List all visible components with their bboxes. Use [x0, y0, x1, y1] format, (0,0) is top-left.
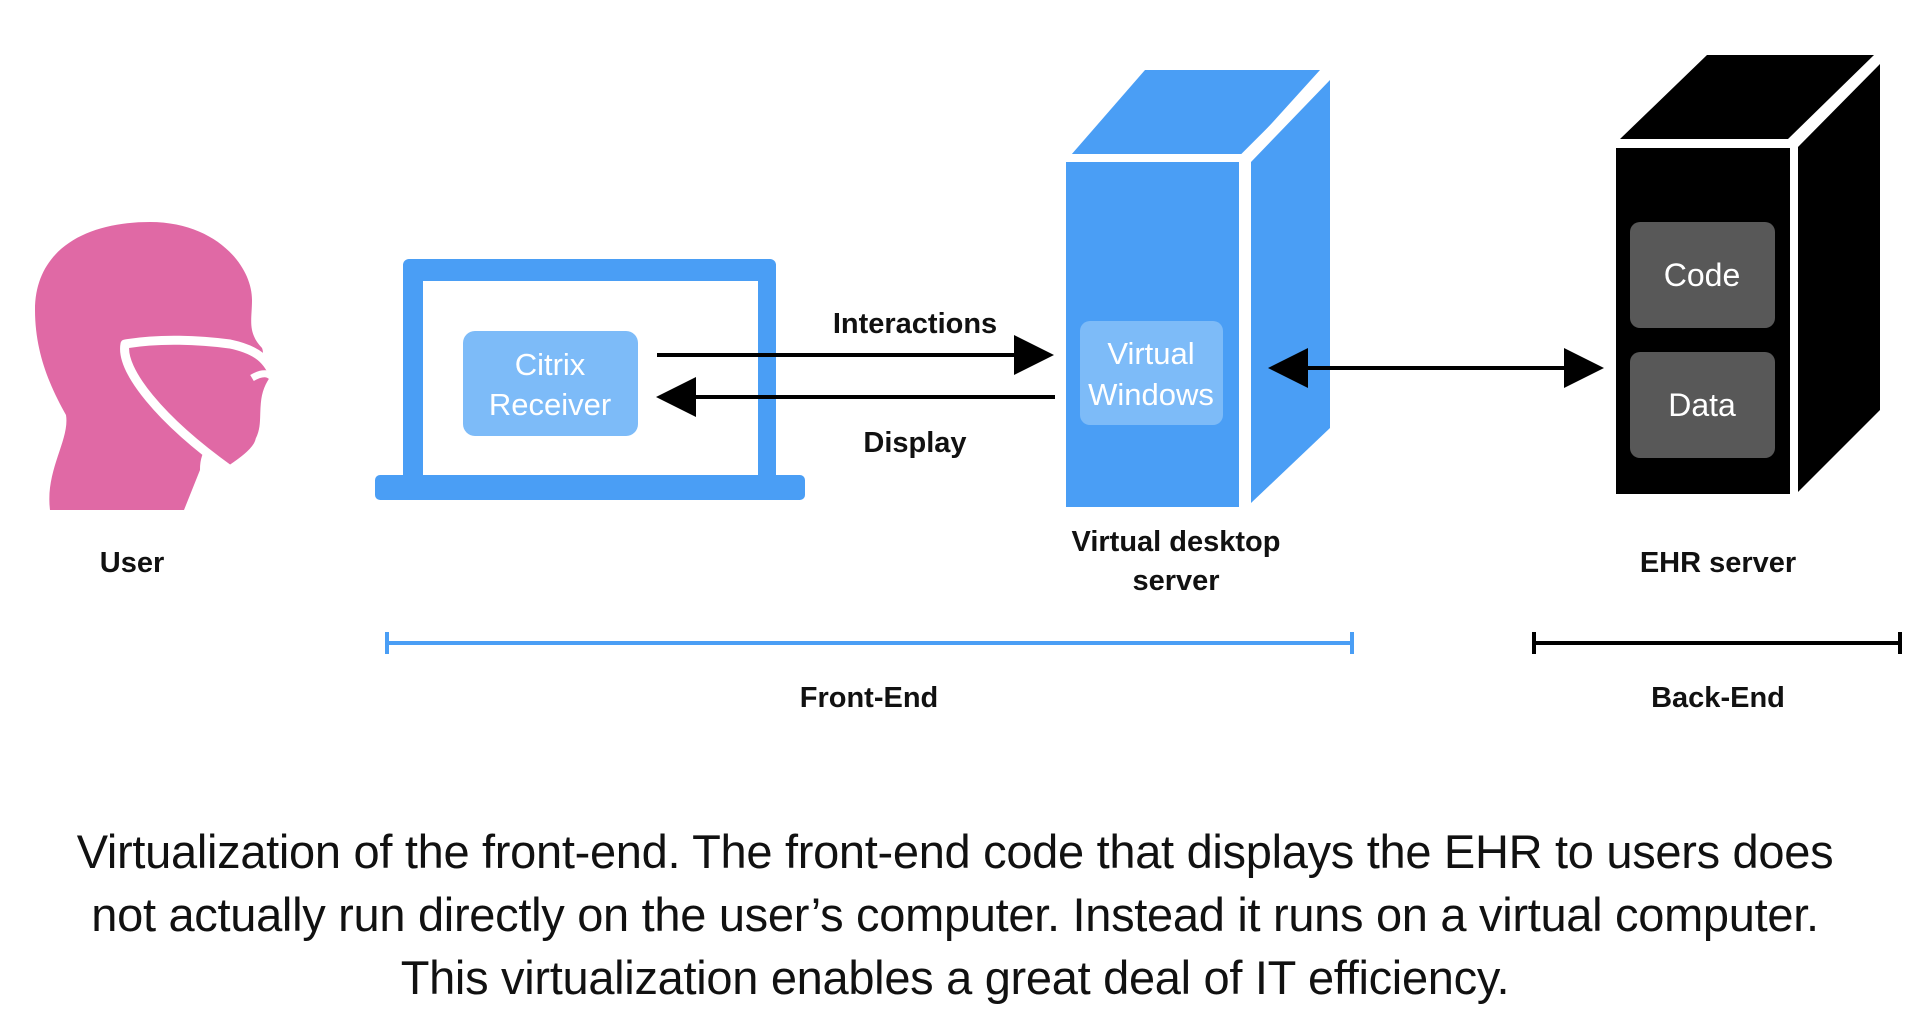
- front-end-bracket: [385, 632, 1354, 654]
- citrix-receiver-label-line2: Receiver: [489, 387, 611, 422]
- code-box: Code: [1630, 222, 1775, 328]
- figure-caption: Virtualization of the front-end. The fro…: [20, 820, 1890, 1009]
- masked-head-icon: [35, 222, 280, 510]
- virtual-windows-label-line2: Windows: [1088, 377, 1214, 412]
- user-label: User: [100, 547, 165, 579]
- caption-line-2: not actually run directly on the user’s …: [91, 888, 1819, 941]
- back-end-bracket: [1532, 632, 1902, 654]
- virtual-desktop-server-label-line2: server: [1132, 565, 1219, 597]
- front-end-label: Front-End: [800, 682, 939, 714]
- virtual-windows-box: Virtual Windows: [1080, 321, 1223, 425]
- display-label: Display: [863, 427, 966, 459]
- citrix-receiver-box: Citrix Receiver: [463, 331, 638, 436]
- data-label: Data: [1668, 387, 1736, 423]
- citrix-receiver-label-line1: Citrix: [515, 347, 586, 382]
- interactions-label: Interactions: [833, 308, 997, 340]
- data-box: Data: [1630, 352, 1775, 458]
- caption-line-3: This virtualization enables a great deal…: [400, 951, 1510, 1004]
- virtual-windows-label-line1: Virtual: [1107, 336, 1194, 371]
- virtual-desktop-server-label-line1: Virtual desktop: [1072, 526, 1281, 558]
- code-label: Code: [1664, 257, 1741, 293]
- virtual-desktop-server-icon: [1066, 70, 1330, 507]
- back-end-label: Back-End: [1651, 682, 1785, 714]
- caption-line-1: Virtualization of the front-end. The fro…: [76, 825, 1834, 878]
- ehr-server-label: EHR server: [1640, 547, 1796, 579]
